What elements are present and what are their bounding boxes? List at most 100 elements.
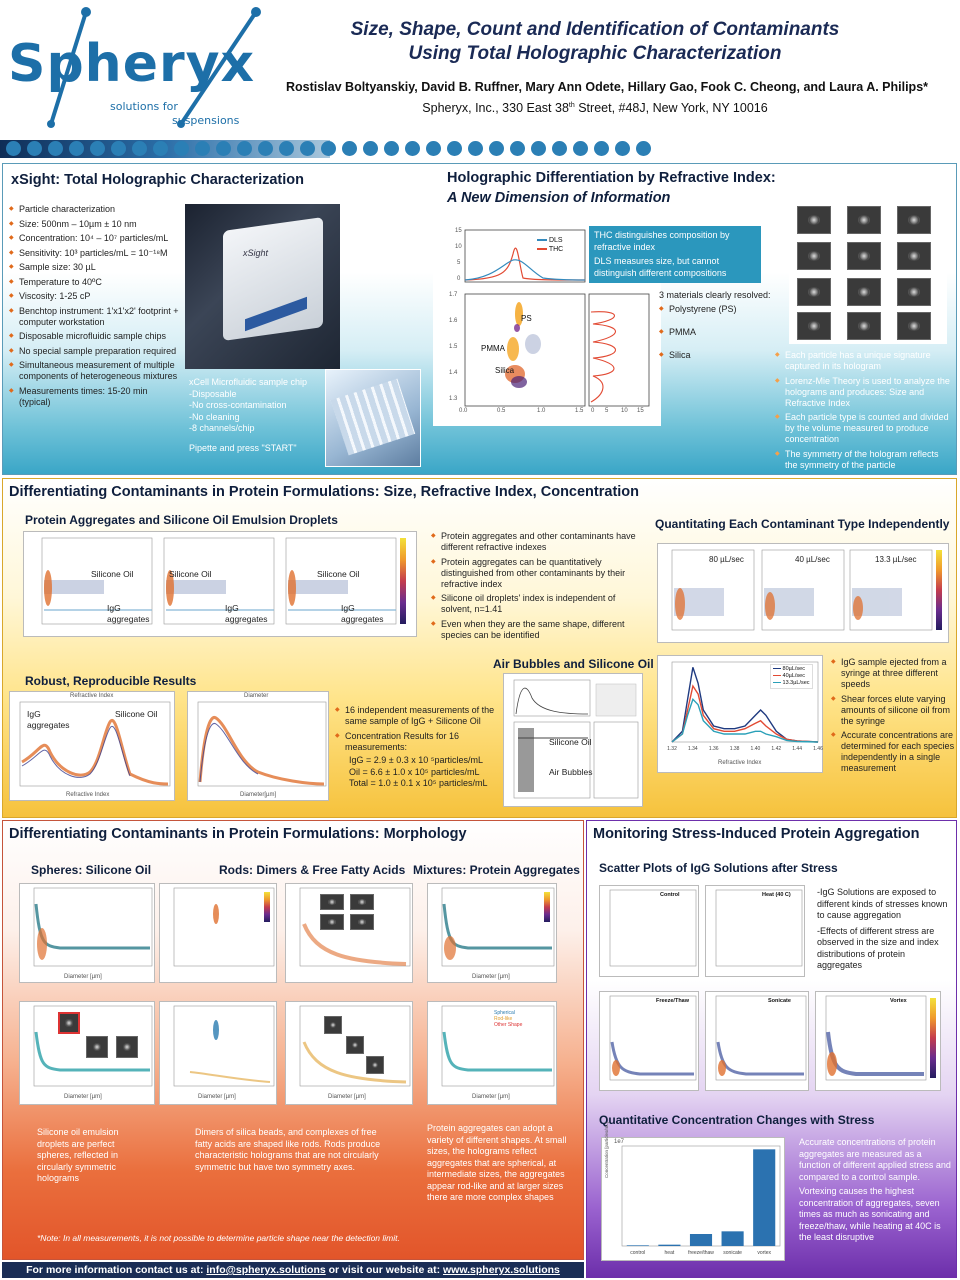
stress-title: Monitoring Stress-Induced Protein Aggreg… (593, 826, 920, 842)
tick-label: 0 (457, 276, 461, 282)
poster-title: Size, Shape, Count and Identification of… (280, 18, 910, 66)
xsight-spec: Sensitivity: 10³ particles/mL = 10⁻¹⁸M (9, 248, 181, 259)
rods-plot-top-right (285, 883, 413, 983)
chip-line: -8 channels/chip (189, 423, 255, 433)
robust-bullet: Concentration Results for 16 measurement… (335, 731, 501, 753)
shape-legend: Spherical Rod-like Other Shape (494, 1010, 522, 1028)
mixtures-caption: Protein aggregates can adopt a variety o… (427, 1123, 567, 1202)
logo-swoosh-graphic (47, 7, 261, 128)
header-divider (0, 136, 960, 162)
robust-bullet: 16 independent measurements of the same … (335, 705, 501, 727)
panel-size-ri: Differentiating Contaminants in Protein … (2, 478, 957, 818)
label-silicone-oil: Silicone Oil (115, 709, 158, 719)
xsight-spec: Benchtop instrument: 1'x1'x2' footprint … (9, 306, 181, 328)
condition-label: Vortex (890, 998, 907, 1004)
instrument-photo: xSight (185, 204, 340, 369)
mixtures-plot-bottom: Spherical Rod-like Other Shape Diameter … (427, 1001, 557, 1105)
conc-text: Vortexing causes the highest concentrati… (799, 1186, 941, 1242)
scatter-title: Scatter Plots of IgG Solutions after Str… (599, 861, 838, 875)
stress-text: -Effects of different stress are observe… (817, 925, 939, 971)
robust-diameter-plot: Diameter Diameter[µm] (187, 691, 329, 801)
tick-label: 1.7 (449, 292, 458, 298)
legend-entry: Spherical (494, 1010, 515, 1016)
size-ri-bullet: Silicone oil droplets' index is independ… (431, 593, 641, 615)
footer-email-link[interactable]: info@spheryx.solutions (206, 1264, 326, 1276)
label-aggregates: aggregates (341, 614, 384, 624)
chip-line: -No cross-contamination (189, 400, 287, 410)
chip-line: -Disposable (189, 388, 237, 399)
tick-label: 1.0 (537, 408, 546, 414)
tick-label: 5 (457, 260, 461, 266)
result-oil: Oil = 6.6 ± 1.0 x 10⁵ particles/mL (349, 766, 480, 777)
panel-morphology: Differentiating Contaminants in Protein … (2, 820, 584, 1260)
size-ri-bullets: Protein aggregates and other contaminant… (431, 531, 641, 644)
quant-title: Quantitating Each Contaminant Type Indep… (655, 517, 950, 531)
poster-title-line-2: Using Total Holographic Characterization (408, 43, 782, 64)
axis-label: Diameter [µm] (64, 1094, 102, 1100)
robust-results: IgG = 2.9 ± 0.3 x 10 ⁵particles/mL Oil =… (349, 755, 488, 790)
xsight-spec: Measurements times: 15-20 min (typical) (9, 386, 181, 408)
colorbar (264, 892, 270, 922)
label-silicone-oil: Silicone Oil (549, 737, 592, 747)
footer-website-link[interactable]: www.spheryx.solutions (443, 1264, 560, 1276)
hologram-bullet: Each particle has a unique signature cap… (775, 350, 953, 372)
tick-label: 1.4 (449, 370, 458, 376)
affiliation: Spheryx, Inc., 330 East 38th Street, #48… (300, 101, 890, 115)
legend-entry: 13.3µL/sec (782, 680, 810, 686)
line-x-tick: 1.36 (709, 746, 719, 752)
poster-title-line-1: Size, Shape, Count and Identification of… (350, 19, 840, 40)
line-chart-xlabel: Refractive Index (718, 760, 762, 766)
result-igg: IgG = 2.9 ± 0.3 x 10 ⁵particles/mL (349, 755, 483, 765)
bar-category-label: sonicate (723, 1250, 742, 1256)
mixtures-plot-top: Diameter [µm] (427, 883, 557, 983)
label-igg: IgG (225, 603, 239, 613)
label-silicone-oil: Silicone Oil (169, 569, 212, 579)
label-silica: Silica (495, 366, 515, 375)
material-item: PMMA (659, 327, 777, 338)
bar-ylabel: Concentration [particles/mL] (604, 1121, 609, 1178)
affiliation-text: Spheryx, Inc., 330 East 38 (422, 101, 569, 115)
stress-plot-sonicate: Sonicate (705, 991, 809, 1091)
shear-bullet: IgG sample ejected from a syringe at thr… (831, 657, 955, 690)
thc-plot-svg (464, 229, 650, 407)
air-bubbles-svg (513, 679, 639, 799)
morphology-title: Differentiating Contaminants in Protein … (9, 826, 467, 842)
aggregate-scatter-svg (41, 537, 397, 625)
colorbar (930, 998, 936, 1078)
aggregates-title: Protein Aggregates and Silicone Oil Emul… (25, 513, 338, 527)
col-rods-title: Rods: Dimers & Free Fatty Acids (219, 863, 406, 877)
bar-exponent: 1e7 (614, 1139, 625, 1145)
chip-instruction: Pipette and press "START" (189, 442, 297, 453)
tick-label: 1.5 (575, 408, 584, 414)
line-x-tick: 1.42 (771, 746, 781, 752)
bar-sonicate (721, 1231, 744, 1246)
robust-ri-svg (19, 701, 171, 787)
hologram-bullet: Lorenz-Mie Theory is used to analyze the… (775, 376, 953, 409)
bar-category-label: control (630, 1250, 645, 1256)
rods-plot-bottom-left: Diameter [µm] (159, 1001, 277, 1105)
size-ri-bullet: Protein aggregates can be quantitatively… (431, 557, 641, 590)
xsight-spec: Particle characterization (9, 204, 181, 215)
thc-scatter-points (505, 302, 541, 388)
line-x-tick: 1.38 (730, 746, 740, 752)
robust-ri-plot: Refractive Index Refractive Index (9, 691, 175, 801)
materials-items: Polystyrene (PS) PMMA Silica (659, 304, 777, 361)
axis-label: Diameter [µm] (472, 974, 510, 980)
colorbar (400, 538, 406, 624)
logo: Spheryx solutions for suspensions (6, 4, 276, 130)
air-bubbles-plot (503, 673, 643, 807)
xsight-spec: Viscosity: 1-25 cP (9, 291, 181, 302)
shear-bullet: Accurate concentrations are determined f… (831, 730, 955, 774)
concentration-title: Quantitative Concentration Changes with … (599, 1113, 875, 1127)
axis-label: Diameter [µm] (198, 1094, 236, 1100)
label-pmma: PMMA (481, 344, 505, 353)
line-x-tick: 1.32 (667, 746, 677, 752)
thc-callout-line: DLS measures size, but cannot distinguis… (594, 256, 727, 278)
legend-thc: THC (548, 246, 564, 253)
spheres-plot-bottom: Diameter [µm] (19, 1001, 155, 1105)
col-spheres-title: Spheres: Silicone Oil (31, 863, 152, 877)
xsight-spec: Concentration: 10⁴ – 10⁷ particles/mL (9, 233, 181, 244)
